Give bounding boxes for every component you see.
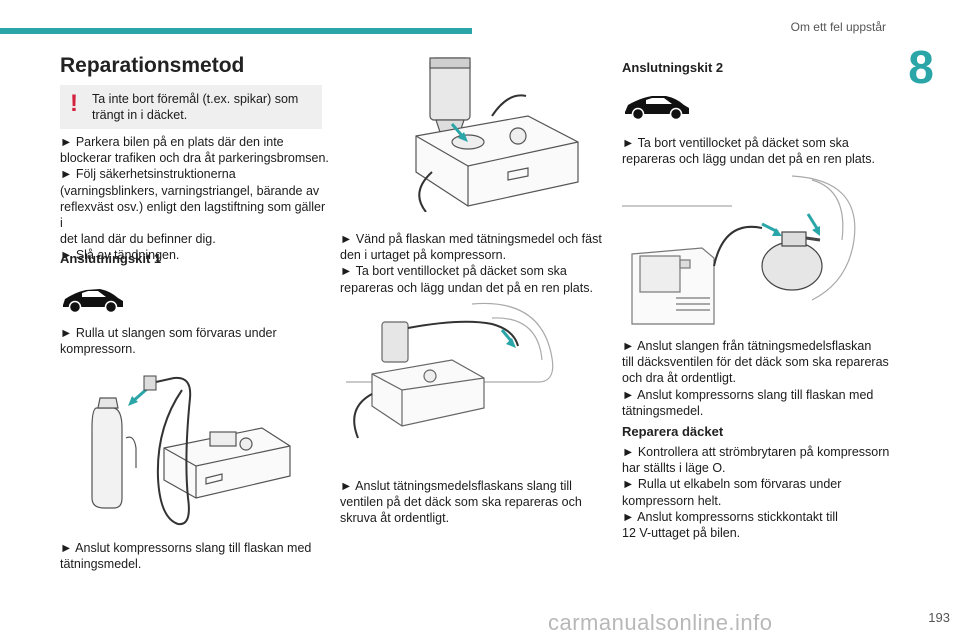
- kit1-heading-wrap: Anslutningskit 1: [60, 251, 161, 266]
- repair-steps: ► Kontrollera att strömbrytaren på kompr…: [622, 444, 894, 541]
- step-a: ► Vänd på flaskan med tätningsmedel och …: [340, 231, 610, 296]
- step-b: ► Anslut tätningsmedelsflaskans slang ti…: [340, 478, 610, 527]
- step-line: repareras och lägg undan det på en ren p…: [340, 280, 593, 295]
- step-line: ► Ta bort ventillocket på däcket som ska: [340, 264, 567, 279]
- step-line: ► Vänd på flaskan med tätningsmedel och …: [340, 232, 602, 246]
- repair-heading-wrap: Reparera däcket: [622, 424, 723, 439]
- section-title: Om ett fel uppstår: [790, 20, 886, 34]
- step-line: ► Anslut kompressorns stickkontakt till: [622, 509, 838, 524]
- kit2-illustration: [622, 170, 884, 328]
- step-line: ventilen på det däck som ska repareras o…: [340, 495, 582, 510]
- page-title: Reparationsmetod: [60, 54, 245, 77]
- step-line: reflexväst osv.) enligt den lagstiftning…: [60, 199, 326, 231]
- step-line: tätningsmedel.: [60, 557, 142, 572]
- repair-heading: Reparera däcket: [622, 424, 724, 439]
- step-line: ► Ta bort ventillocket på däcket som ska: [622, 136, 849, 150]
- step-line: (varningsblinkers, varningstriangel, bär…: [60, 183, 320, 198]
- step-line: ► Parkera bilen på en plats där den inte: [60, 135, 284, 149]
- step-line: ► Slå av tändningen.: [60, 248, 180, 263]
- warning-icon: !: [70, 90, 78, 117]
- step-line: ► Följ säkerhetsinstruktionerna: [60, 167, 236, 182]
- kit1-step1: ► Rulla ut slangen som förvaras under ko…: [60, 325, 330, 357]
- kit1-step2: ► Anslut kompressorns slang till flaskan…: [60, 540, 330, 572]
- warning-text: Ta inte bort föremål (t.ex. spikar) som …: [92, 92, 299, 122]
- step-line: har ställts i läge O.: [622, 461, 726, 476]
- step-line: kompressorn.: [60, 342, 136, 357]
- kit2-heading: Anslutningskit 2: [622, 60, 724, 75]
- step-line: repareras och lägg undan det på en ren p…: [622, 152, 875, 167]
- kit2-step2: ► Anslut slangen från tätningsmedelsflas…: [622, 338, 894, 419]
- header-accent-bar: [0, 28, 472, 34]
- step-line: ► Anslut tätningsmedelsflaskans slang ti…: [340, 479, 572, 493]
- kit2-heading-wrap: Anslutningskit 2: [622, 60, 723, 75]
- step-line: tätningsmedel.: [622, 403, 704, 418]
- step-line: till däcksventilen för det däck som ska …: [622, 355, 889, 370]
- step-line: det land där du befinner dig.: [60, 232, 216, 247]
- bottle-compressor-illustration: [408, 52, 584, 212]
- hose-valve-illustration: [342, 298, 572, 448]
- step-line: kompressorn helt.: [622, 493, 722, 508]
- column-left: Reparationsmetod: [60, 54, 324, 78]
- kit1-heading: Anslutningskit 1: [60, 251, 162, 266]
- car-icon: [60, 283, 126, 315]
- watermark: carmanualsonline.info: [548, 610, 773, 635]
- kit2-step1: ► Ta bort ventillocket på däcket som ska…: [622, 135, 892, 167]
- step-line: ► Kontrollera att strömbrytaren på kompr…: [622, 445, 890, 459]
- warning-note: ! Ta inte bort föremål (t.ex. spikar) so…: [60, 85, 322, 129]
- step-line: den i urtaget på kompressorn.: [340, 248, 507, 263]
- kit1-illustration: [86, 368, 292, 530]
- step-line: skruva åt ordentligt.: [340, 511, 450, 526]
- step-line: 12 V-uttaget på bilen.: [622, 526, 741, 541]
- step-line: ► Rulla ut elkabeln som förvaras under: [622, 477, 842, 492]
- step-line: ► Anslut kompressorns slang till flaskan…: [622, 387, 874, 402]
- step-line: ► Rulla ut slangen som förvaras under: [60, 326, 277, 340]
- page-number: 193: [928, 610, 950, 625]
- intro-steps: ► Parkera bilen på en plats där den inte…: [60, 134, 330, 264]
- car-icon: [622, 90, 692, 122]
- step-line: blockerar trafiken och dra åt parkerings…: [60, 151, 329, 166]
- chapter-number: 8: [908, 41, 934, 93]
- step-line: och dra åt ordentligt.: [622, 371, 736, 386]
- step-line: ► Anslut kompressorns slang till flaskan…: [60, 541, 312, 555]
- step-line: ► Anslut slangen från tätningsmedelsflas…: [622, 339, 872, 353]
